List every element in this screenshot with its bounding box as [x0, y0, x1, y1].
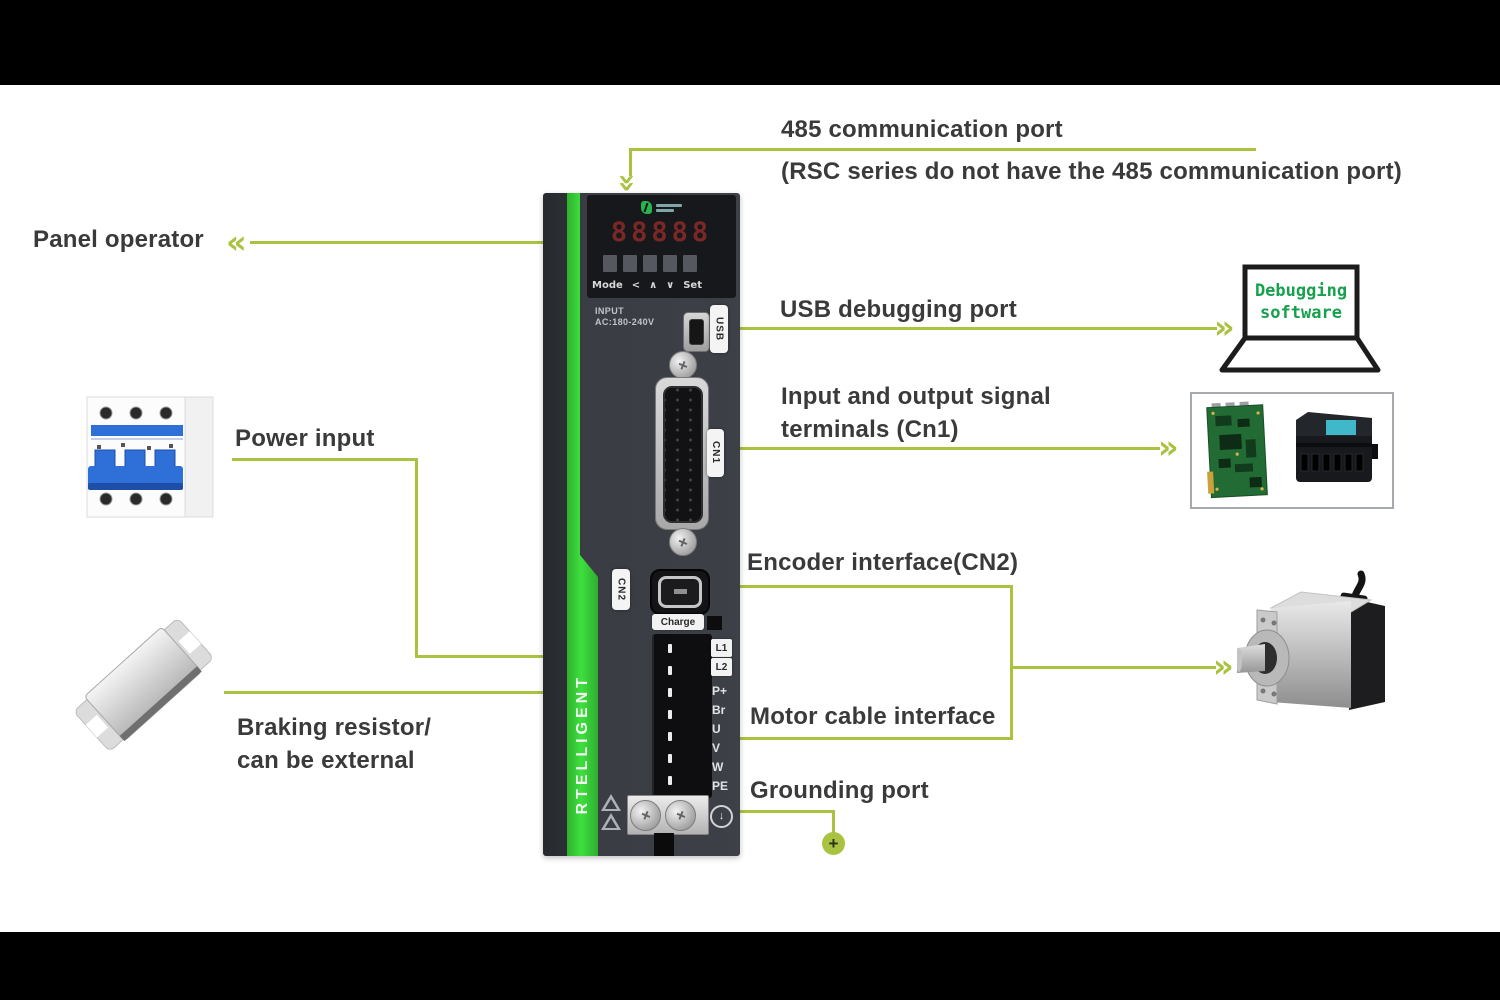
label-485-note: (RSC series do not have the 485 communic… — [781, 158, 1402, 185]
mode-button[interactable] — [603, 255, 617, 272]
brand-text: RTELLIGENT — [573, 673, 591, 815]
circuit-breaker-image — [73, 383, 223, 528]
chevron-down-icon: » — [609, 173, 645, 193]
line-485-horizontal — [629, 148, 1256, 151]
label-io-terminals-1: Input and output signal — [781, 383, 1051, 410]
cn1-top-screw-icon: + — [669, 351, 697, 379]
set-button[interactable] — [683, 255, 697, 272]
pcb-card-image — [1206, 401, 1268, 499]
io-boards-image — [1190, 392, 1394, 509]
terminal-tab-l2: L2 — [711, 658, 732, 676]
cn1-tab-label: CN1 — [707, 429, 724, 477]
mounting-tab — [654, 833, 674, 856]
up-label: ∧ — [649, 280, 658, 291]
input-rating-label: INPUT AC:180-240V — [595, 306, 655, 327]
logo-tagline — [656, 203, 682, 212]
down-button[interactable] — [663, 255, 677, 272]
brand-strip: RTELLIGENT — [567, 638, 598, 850]
set-label: Set — [683, 280, 702, 291]
label-braking-1: Braking resistor/ — [237, 714, 432, 741]
terminal-br: Br — [712, 703, 726, 717]
cn2-tab-label: CN2 — [612, 569, 630, 610]
line-485-vertical — [629, 148, 632, 176]
line-to-motor — [1013, 666, 1216, 669]
line-power-bottom — [415, 655, 643, 658]
rtelligent-logo — [587, 201, 736, 214]
charge-label: Charge — [652, 614, 704, 630]
display-module: 88888 Mode < ∧ ∨ Set — [587, 195, 736, 298]
label-usb-debugging: USB debugging port — [780, 296, 1017, 323]
servo-drive: RTELLIGENT 88888 Mode < ∧ ∨ — [543, 193, 740, 856]
terminal-pins — [668, 644, 672, 785]
mode-label: Mode — [592, 280, 623, 291]
ground-screw-icon: + — [822, 832, 845, 855]
line-usb — [733, 327, 1217, 330]
line-power-vertical — [415, 458, 418, 658]
cn1-pins — [663, 386, 703, 523]
down-label: ∨ — [666, 280, 675, 291]
laptop-image: Debugging software — [1219, 264, 1381, 373]
label-grounding-port: Grounding port — [750, 777, 929, 804]
line-motor-bottom — [738, 737, 1013, 740]
chevron-left-icon: « — [226, 223, 247, 261]
line-panel-operator — [250, 241, 569, 244]
usb-tab-label: USB — [710, 305, 728, 353]
logo-icon — [641, 201, 652, 214]
cn1-connector[interactable] — [655, 377, 709, 530]
line-grounding-h — [697, 810, 835, 813]
warning-triangle-icon — [601, 813, 621, 830]
debug-software-text-2: software — [1260, 303, 1342, 323]
line-encoder-vertical — [1010, 585, 1013, 740]
label-io-terminals-2: terminals (Cn1) — [781, 416, 959, 443]
label-panel-operator: Panel operator — [33, 226, 204, 253]
power-terminal-block[interactable] — [652, 634, 712, 798]
line-grounding-v — [832, 810, 835, 835]
shift-button[interactable] — [623, 255, 637, 272]
servo-motor-image — [1237, 570, 1397, 737]
label-motor-cable: Motor cable interface — [750, 703, 996, 730]
warning-triangle-icon — [601, 794, 621, 811]
label-485-port: 485 communication port — [781, 116, 1063, 143]
chevron-right-icon: » — [1213, 647, 1234, 685]
up-button[interactable] — [643, 255, 657, 272]
braking-resistor-image — [62, 603, 224, 765]
label-encoder-interface: Encoder interface(CN2) — [747, 549, 1019, 576]
line-cn1 — [735, 447, 1160, 450]
panel-buttons — [603, 255, 697, 272]
charge-led — [707, 616, 722, 630]
encoder-connector[interactable] — [650, 569, 710, 615]
terminal-v: V — [712, 741, 721, 755]
line-power-top — [232, 458, 418, 461]
usb-port[interactable] — [683, 312, 710, 352]
terminal-tab-l1: L1 — [711, 639, 732, 657]
label-power-input: Power input — [235, 425, 375, 452]
line-braking — [216, 691, 652, 694]
terminal-w: W — [712, 760, 724, 774]
seven-segment-display: 88888 — [610, 217, 713, 248]
line-encoder-top — [738, 585, 1013, 588]
ground-screw-left-icon: + — [630, 800, 661, 831]
grounding-plate[interactable]: + + — [627, 795, 709, 835]
terminal-u: U — [712, 722, 721, 736]
ground-screw-right-icon: + — [665, 800, 696, 831]
terminal-labels: P+ Br U V W PE — [712, 682, 728, 796]
cn1-bottom-screw-icon: + — [669, 528, 697, 556]
label-braking-2: can be external — [237, 747, 415, 774]
shift-label: < — [631, 280, 641, 291]
debug-software-text-1: Debugging — [1255, 281, 1347, 301]
terminal-pe: PE — [712, 779, 729, 793]
button-labels: Mode < ∧ ∨ Set — [592, 280, 702, 291]
ground-symbol-icon: ↓ — [710, 805, 733, 828]
motion-controller-image — [1296, 412, 1378, 482]
terminal-p-plus: P+ — [712, 684, 728, 698]
chevron-right-icon: » — [1214, 308, 1235, 346]
chevron-right-icon: » — [1158, 428, 1179, 466]
